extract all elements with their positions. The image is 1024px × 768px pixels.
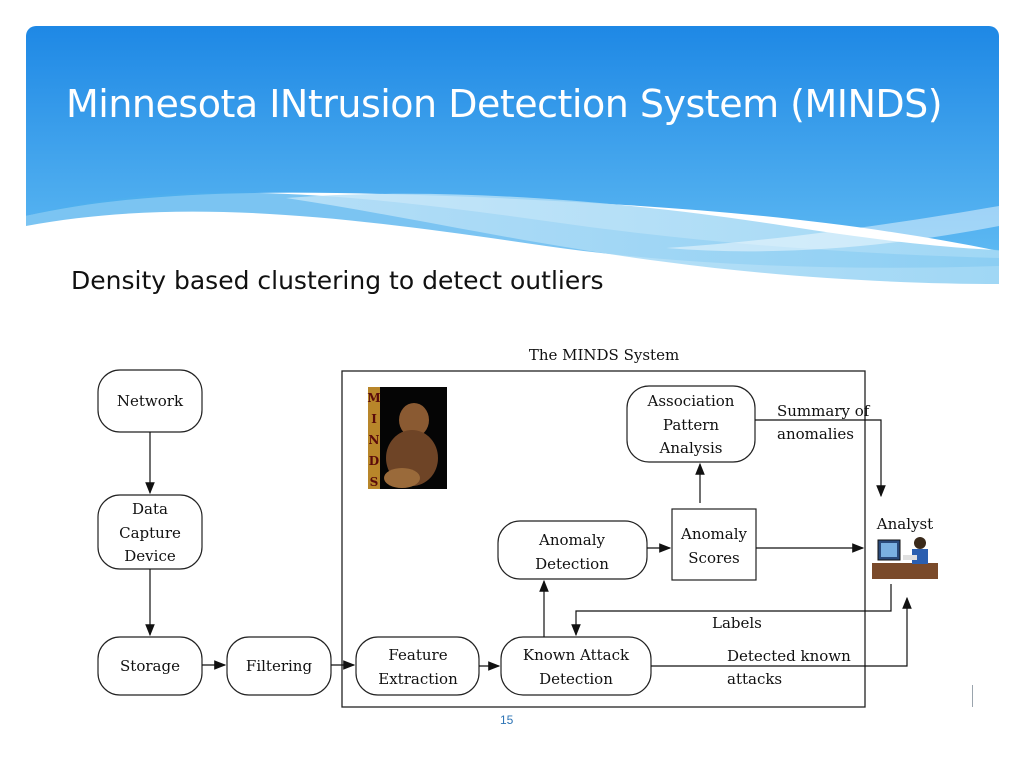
svg-text:Filtering: Filtering <box>246 657 313 675</box>
side-divider <box>972 685 973 707</box>
svg-text:Data: Data <box>132 500 168 518</box>
slide-header-banner <box>26 26 999 286</box>
node-association-pattern-analysis: Association Pattern Analysis <box>626 385 756 463</box>
analyst-node: Analyst <box>872 515 938 579</box>
svg-text:Detection: Detection <box>539 670 613 688</box>
analyst-icon <box>872 537 938 579</box>
minds-logo: M I N D S <box>367 387 447 489</box>
svg-text:Known Attack: Known Attack <box>523 646 630 664</box>
diagram-edges <box>145 419 912 671</box>
analyst-label: Analyst <box>876 515 933 533</box>
node-anomaly-scores: Anomaly Scores <box>671 508 757 581</box>
svg-text:Device: Device <box>124 547 176 565</box>
edge-label-summary-line2: anomalies <box>777 425 854 443</box>
system-boundary <box>341 370 866 708</box>
svg-text:Extraction: Extraction <box>378 670 458 688</box>
node-feature-extraction: Feature Extraction <box>355 636 480 696</box>
svg-text:Anomaly: Anomaly <box>680 525 747 543</box>
svg-text:Network: Network <box>117 392 184 410</box>
node-storage: Storage <box>97 636 203 696</box>
logo-letter-s: S <box>370 475 379 489</box>
logo-letter-n: N <box>369 433 380 447</box>
svg-text:Pattern: Pattern <box>663 416 719 434</box>
node-network: Network <box>97 369 203 433</box>
edge-label-summary-line1: Summary of <box>777 402 871 420</box>
svg-text:Scores: Scores <box>688 549 739 567</box>
edge-label-labels: Labels <box>712 614 762 632</box>
slide-subtitle: Density based clustering to detect outli… <box>71 266 604 295</box>
svg-text:Anomaly: Anomaly <box>538 531 605 549</box>
svg-text:Capture: Capture <box>119 524 181 542</box>
system-title: The MINDS System <box>529 346 679 364</box>
svg-text:Association: Association <box>647 392 735 410</box>
node-anomaly-detection: Anomaly Detection <box>497 520 648 580</box>
logo-letter-i: I <box>371 412 377 426</box>
node-filtering: Filtering <box>226 636 332 696</box>
edge-label-detected-line1: Detected known <box>727 647 851 665</box>
page-number: 15 <box>500 713 514 727</box>
svg-text:Detection: Detection <box>535 555 609 573</box>
edge-label-detected-line2: attacks <box>727 670 782 688</box>
slide-title: Minnesota INtrusion Detection System (MI… <box>66 82 943 126</box>
svg-text:Feature: Feature <box>388 646 447 664</box>
logo-letter-d: D <box>369 454 379 468</box>
node-data-capture-device: Data Capture Device <box>97 494 203 570</box>
svg-text:Analysis: Analysis <box>659 439 723 457</box>
header-wave-graphic <box>26 26 999 284</box>
node-known-attack-detection: Known Attack Detection <box>500 636 652 696</box>
svg-text:Storage: Storage <box>120 657 180 675</box>
logo-letter-m: M <box>367 391 380 405</box>
